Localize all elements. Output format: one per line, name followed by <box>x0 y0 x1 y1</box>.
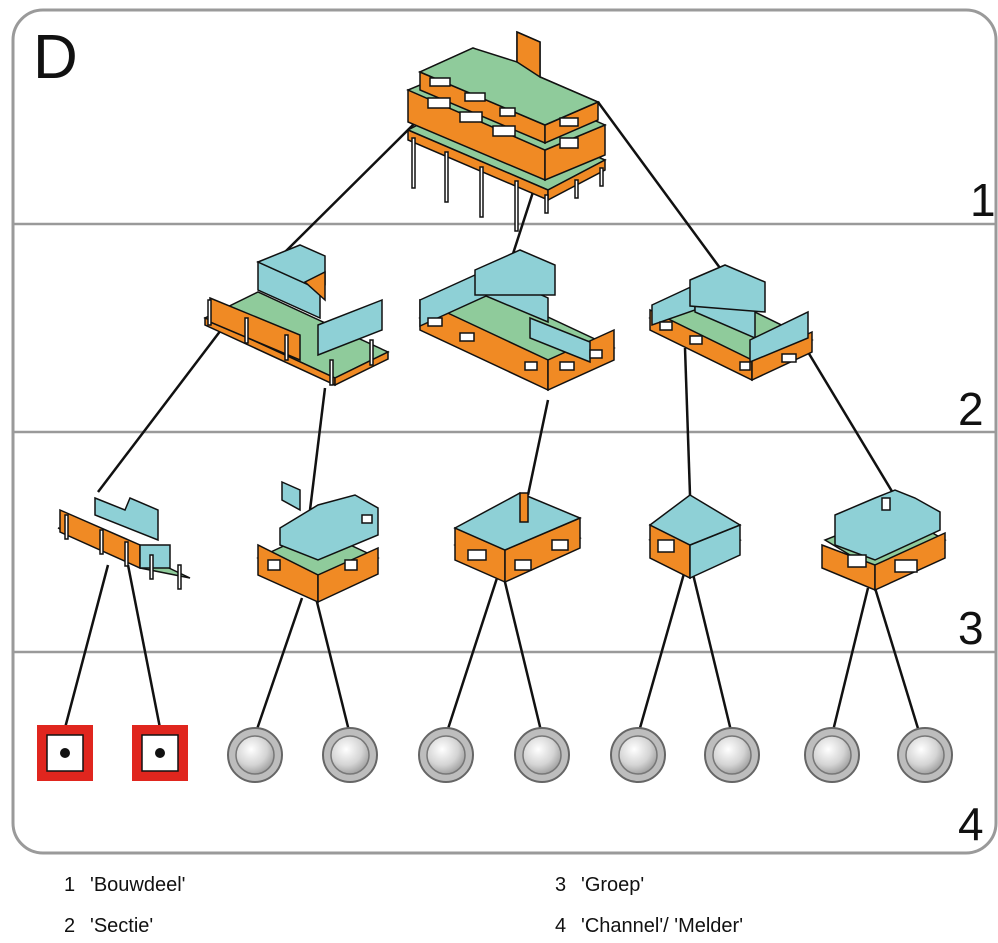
section-sectie-left <box>203 244 390 387</box>
level-number-3: 3 <box>958 602 984 654</box>
smoke-detector <box>418 727 474 783</box>
smoke-detector <box>804 727 860 783</box>
group-groep-3 <box>453 492 582 584</box>
legend-item-level-4: 4 'Channel'/ 'Melder' <box>555 915 743 938</box>
legend-number: 2 <box>64 915 76 937</box>
smoke-detector <box>897 727 953 783</box>
legend-label: 'Bouwdeel' <box>90 874 186 896</box>
legend-label: 'Groep' <box>581 874 645 896</box>
section-sectie-middle <box>418 249 616 392</box>
building-bouwdeel <box>406 30 607 232</box>
legend-label: 'Sectie' <box>90 915 154 937</box>
legend-item-level-1: 1 'Bouwdeel' <box>64 874 185 897</box>
connector-lines <box>63 101 922 736</box>
level-number-1: 1 <box>970 174 996 226</box>
legend-item-level-3: 3 'Groep' <box>555 874 644 897</box>
group-groep-2 <box>256 480 380 604</box>
section-sectie-right <box>648 264 814 382</box>
smoke-detector <box>514 727 570 783</box>
smoke-detector <box>227 727 283 783</box>
group-groep-1 <box>57 496 191 590</box>
smoke-detector <box>322 727 378 783</box>
legend-number: 4 <box>555 915 567 937</box>
legend-label: 'Channel'/ 'Melder' <box>581 915 744 937</box>
panel-letter: D <box>33 23 78 92</box>
legend-number: 1 <box>64 874 76 896</box>
manual-call-point <box>37 725 93 781</box>
manual-call-point <box>132 725 188 781</box>
legend-item-level-2: 2 'Sectie' <box>64 915 153 938</box>
group-groep-5 <box>821 489 947 592</box>
legend-number: 3 <box>555 874 567 896</box>
group-groep-4 <box>648 494 742 580</box>
level-number-4: 4 <box>958 798 984 850</box>
smoke-detector <box>704 727 760 783</box>
level-number-2: 2 <box>958 383 984 435</box>
smoke-detector <box>610 727 666 783</box>
